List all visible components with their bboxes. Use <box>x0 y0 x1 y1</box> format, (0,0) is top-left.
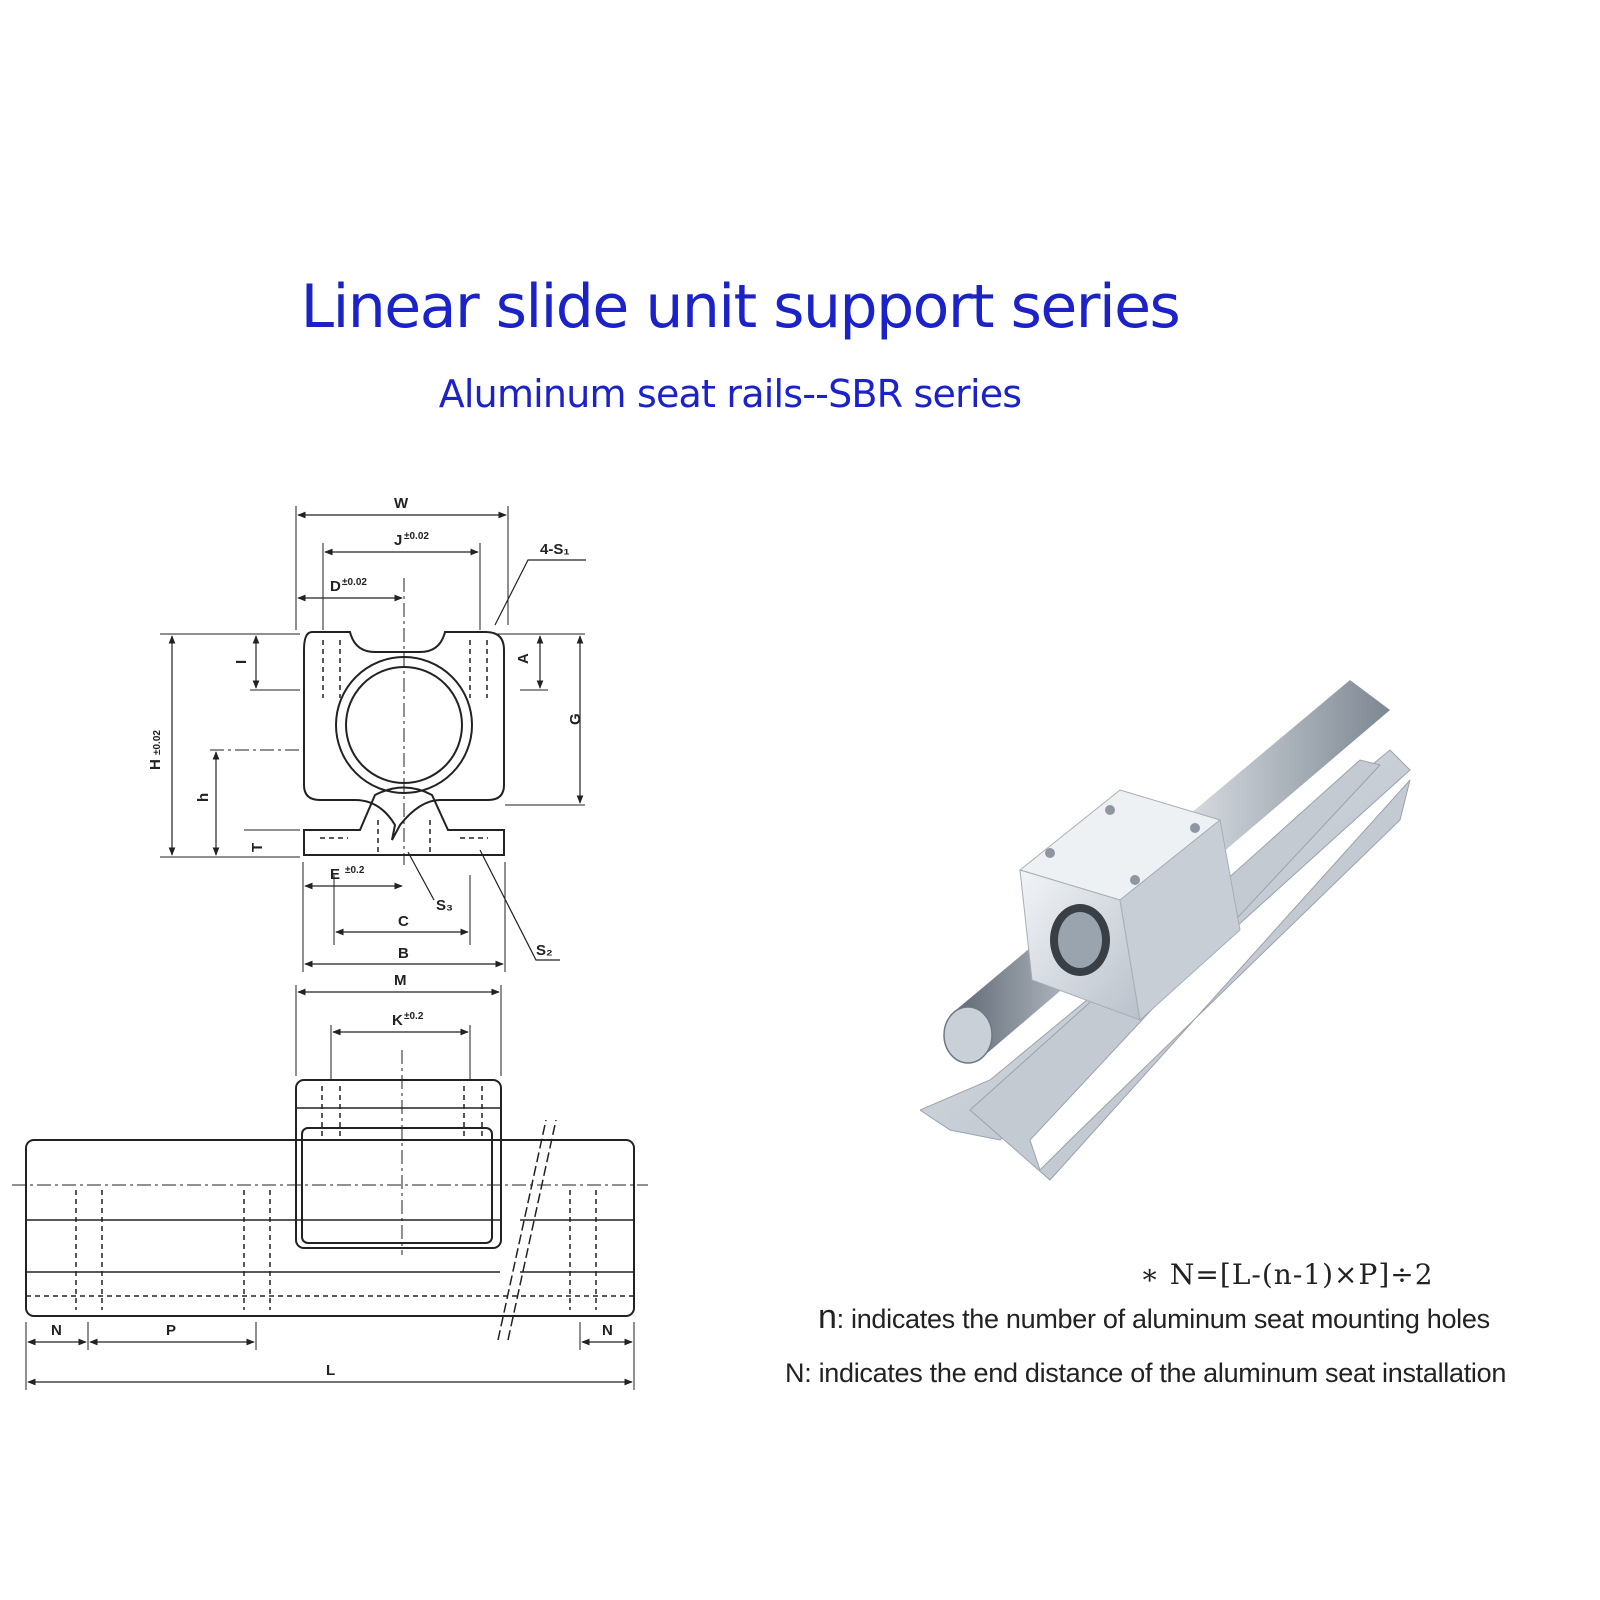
rail-base-outline <box>303 786 505 856</box>
label-E-tol: ±0.2 <box>345 865 365 876</box>
label-H: H <box>147 759 164 770</box>
note-N-text: : indicates the end distance of the alum… <box>804 1358 1507 1388</box>
label-G: G <box>567 713 584 725</box>
label-W: W <box>394 495 409 512</box>
label-H-tol: ±0.02 <box>152 730 163 755</box>
label-E: E <box>330 866 340 883</box>
label-h: h <box>195 793 212 802</box>
formula: ∗ N=[L-(n-1)×P]÷2 <box>1140 1258 1434 1291</box>
note-N: N: indicates the end distance of the alu… <box>785 1358 1506 1389</box>
label-S3: S₃ <box>436 897 453 914</box>
block-front-outline <box>303 631 505 841</box>
label-J: J <box>394 532 402 549</box>
note-N-symbol: N <box>785 1358 805 1388</box>
label-T: T <box>249 843 266 852</box>
label-L: L <box>326 1362 335 1379</box>
label-S1: 4-S₁ <box>540 541 570 558</box>
label-C: C <box>398 913 409 930</box>
product-image <box>920 680 1411 1181</box>
page-title: Linear slide unit support series <box>300 272 1181 342</box>
note-n: n: indicates the number of aluminum seat… <box>818 1298 1490 1337</box>
label-A: A <box>515 653 532 664</box>
label-J-tol: ±0.02 <box>404 531 429 542</box>
label-D-tol: ±0.02 <box>342 577 367 588</box>
label-K: K <box>392 1012 403 1029</box>
note-n-text: : indicates the number of aluminum seat … <box>836 1304 1490 1334</box>
label-M: M <box>394 972 407 989</box>
note-n-symbol: n <box>818 1298 837 1336</box>
label-P: P <box>166 1322 176 1339</box>
page-subtitle: Aluminum seat rails--SBR series <box>438 372 1022 416</box>
rail-side-outline <box>25 1139 635 1317</box>
label-D: D <box>330 578 341 595</box>
block-side-outline <box>295 1079 502 1249</box>
label-N-right: N <box>602 1322 613 1339</box>
label-S2: S₂ <box>536 942 553 959</box>
technical-drawing: W J ±0.02 D ±0.02 4-S₁ A G I H ±0.02 h T… <box>12 495 648 1390</box>
label-K-tol: ±0.2 <box>404 1011 424 1022</box>
label-B: B <box>398 945 409 962</box>
label-I: I <box>233 660 250 664</box>
label-N-left: N <box>51 1322 62 1339</box>
